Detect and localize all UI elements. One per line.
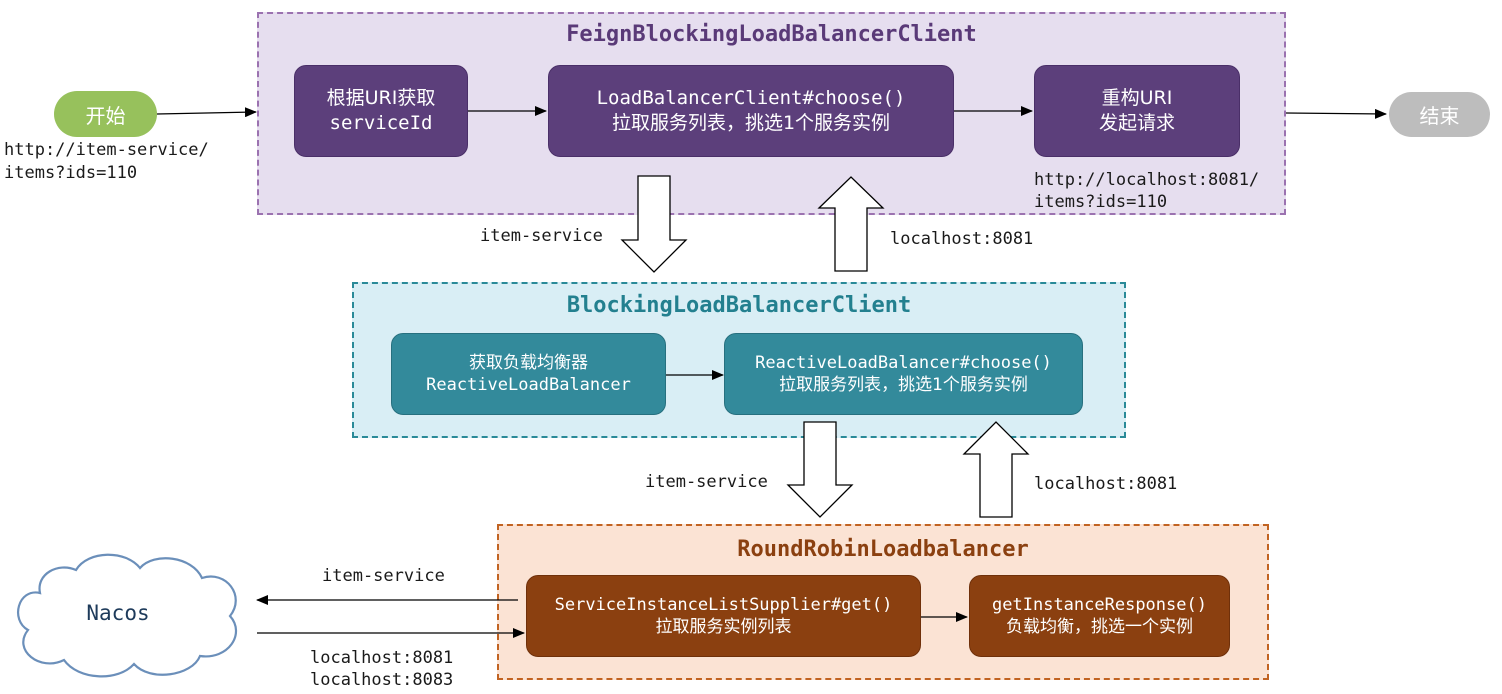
start-node: 开始 <box>54 91 157 137</box>
round-robin-title: RoundRobinLoadbalancer <box>737 537 1029 562</box>
end-url-line2: items?ids=110 <box>1034 192 1168 212</box>
blocking-client-title: BlockingLoadBalancerClient <box>566 293 912 318</box>
block-arrow-up-1 <box>817 176 885 272</box>
from-nacos-label-1: localhost:8081 <box>310 648 454 668</box>
up2-label: localhost:8081 <box>1034 474 1178 494</box>
block-arrow-down-1 <box>620 175 688 273</box>
lb-client-choose-line1: LoadBalancerClient#choose() <box>596 87 906 110</box>
supplier-get-line1: ServiceInstanceListSupplier#get() <box>554 594 893 615</box>
get-instance-line2: 负载均衡，挑选一个实例 <box>1006 617 1193 637</box>
down1-label: item-service <box>480 226 603 246</box>
supplier-get-box: ServiceInstanceListSupplier#get() 拉取服务实例… <box>526 575 921 657</box>
end-url-line1: http://localhost:8081/ <box>1034 170 1260 190</box>
get-instance-box: getInstanceResponse() 负载均衡，挑选一个实例 <box>969 575 1230 657</box>
reactive-choose-line2: 拉取服务列表，挑选1个服务实例 <box>779 375 1028 395</box>
start-url-line1: http://item-service/ <box>4 140 209 160</box>
up1-label: localhost:8081 <box>890 229 1034 249</box>
reactive-choose-line1: ReactiveLoadBalancer#choose() <box>755 352 1052 373</box>
from-nacos-label-2: localhost:8083 <box>310 670 454 690</box>
get-service-id-line2: serviceId <box>329 112 433 134</box>
arrow-feign-to-end <box>1285 108 1387 119</box>
feign-client-title: FeignBlockingLoadBalancerClient <box>566 22 977 47</box>
block-arrow-down-2 <box>786 421 854 518</box>
get-lb-line2: ReactiveLoadBalancer <box>426 375 631 395</box>
get-lb-line1: 获取负载均衡器 <box>469 352 588 373</box>
get-service-id-line1: 根据URI获取 <box>326 87 436 110</box>
block-arrow-up-2 <box>962 421 1030 518</box>
rebuild-uri-line2: 发起请求 <box>1098 112 1175 134</box>
lb-client-choose-box: LoadBalancerClient#choose() 拉取服务列表，挑选1个服… <box>548 65 954 157</box>
to-nacos-label: item-service <box>322 566 445 586</box>
lb-client-choose-line2: 拉取服务列表，挑选1个服务实例 <box>611 112 891 134</box>
get-instance-line1: getInstanceResponse() <box>992 594 1207 615</box>
supplier-get-line2: 拉取服务实例列表 <box>655 617 792 637</box>
rebuild-uri-line1: 重构URI <box>1101 87 1173 110</box>
start-url-line2: items?ids=110 <box>4 163 138 183</box>
end-node: 结束 <box>1389 92 1490 137</box>
nacos-cloud-icon <box>17 553 237 678</box>
arrow-start-to-feign <box>156 107 257 118</box>
rebuild-uri-box: 重构URI 发起请求 <box>1034 65 1240 157</box>
reactive-choose-box: ReactiveLoadBalancer#choose() 拉取服务列表，挑选1… <box>724 333 1083 415</box>
get-lb-box: 获取负载均衡器 ReactiveLoadBalancer <box>391 333 666 415</box>
get-service-id-box: 根据URI获取 serviceId <box>294 65 468 157</box>
down2-label: item-service <box>645 472 768 492</box>
nacos-label: Nacos <box>86 601 150 625</box>
